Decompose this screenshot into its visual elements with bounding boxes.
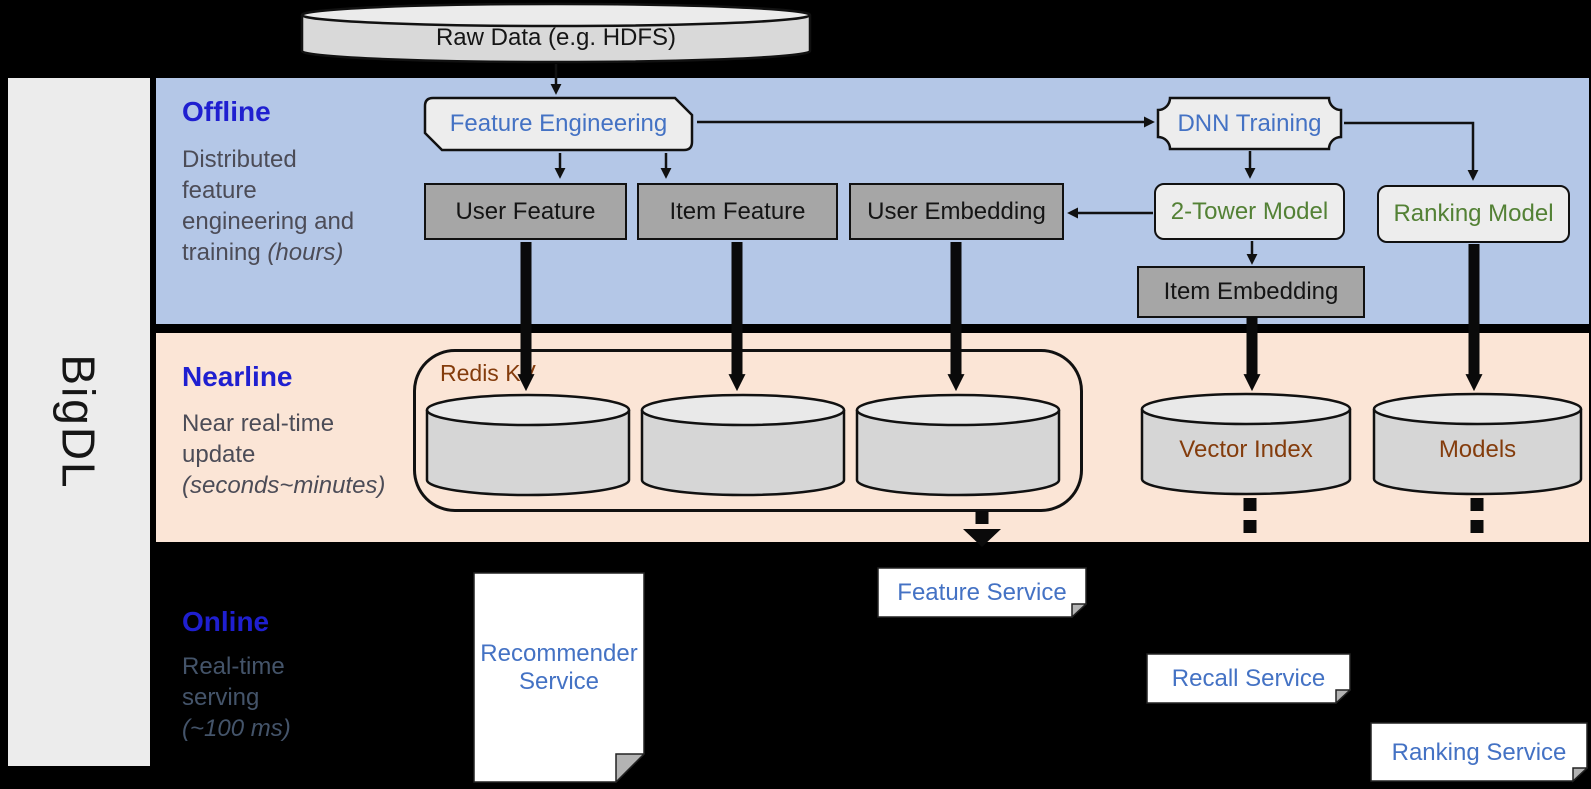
cylinder-shape bbox=[640, 393, 846, 497]
plaque-shape bbox=[1156, 96, 1343, 151]
offline-desc-text: Distributed feature engineering and trai… bbox=[182, 146, 355, 266]
two-tower-model-label: 2-Tower Model bbox=[1170, 197, 1329, 225]
node-dnn-training: DNN Training bbox=[1156, 96, 1343, 151]
document-shape bbox=[1370, 722, 1588, 783]
recall-service-label: Recall Service bbox=[1171, 664, 1326, 692]
cylinder-shape bbox=[1372, 392, 1583, 496]
snip-card-shape bbox=[423, 96, 694, 152]
node-user-feature: User Feature bbox=[424, 183, 627, 240]
recommender-service-label: Recommender Service bbox=[480, 639, 638, 695]
node-feature-engineering: Feature Engineering bbox=[423, 96, 694, 152]
node-ranking-service: Ranking Service bbox=[1370, 722, 1588, 783]
section-title-online: Online bbox=[182, 606, 270, 637]
user-feature-label: User Feature bbox=[455, 197, 596, 225]
models-label: Models bbox=[1438, 436, 1517, 463]
brand-sidebar: BigDL bbox=[8, 78, 150, 766]
user-embedding-label: User Embedding bbox=[867, 197, 1046, 225]
ranking-model-label: Ranking Model bbox=[1393, 200, 1554, 227]
cylinder-shape bbox=[425, 393, 631, 497]
node-vector-index: Vector Index bbox=[1140, 392, 1352, 496]
cylinder-redis-3 bbox=[855, 393, 1061, 497]
cylinder-redis-2 bbox=[640, 393, 846, 497]
item-feature-label: Item Feature bbox=[669, 197, 806, 225]
online-desc-em: (~100 ms) bbox=[182, 715, 291, 742]
item-embedding-label: Item Embedding bbox=[1163, 278, 1339, 305]
cylinder-shape bbox=[855, 393, 1061, 497]
node-ranking-model: Ranking Model bbox=[1377, 185, 1570, 243]
node-feature-service: Feature Service bbox=[877, 567, 1087, 618]
brand-logo: BigDL bbox=[52, 354, 105, 490]
online-desc-text: Real-time serving bbox=[182, 653, 285, 711]
document-shape bbox=[1146, 653, 1351, 704]
ranking-service-label: Ranking Service bbox=[1391, 738, 1567, 766]
node-recommender-service: Recommender Service bbox=[473, 572, 645, 783]
feature-engineering-label: Feature Engineering bbox=[449, 110, 668, 137]
document-shape bbox=[473, 572, 645, 783]
vector-index-label: Vector Index bbox=[1179, 436, 1313, 463]
section-desc-offline: Distributed feature engineering and trai… bbox=[182, 144, 378, 268]
node-user-embedding: User Embedding bbox=[849, 183, 1064, 240]
node-recall-service: Recall Service bbox=[1146, 653, 1351, 704]
node-two-tower-model: 2-Tower Model bbox=[1154, 183, 1345, 240]
cylinder-shape bbox=[300, 2, 812, 64]
nearline-desc-em: (seconds~minutes) bbox=[182, 472, 386, 499]
nearline-desc-text: Near real-time update bbox=[182, 410, 335, 468]
feature-service-label: Feature Service bbox=[897, 578, 1067, 606]
node-raw-data: Raw Data (e.g. HDFS) bbox=[300, 2, 812, 64]
document-shape bbox=[877, 567, 1087, 618]
raw-data-label: Raw Data (e.g. HDFS) bbox=[435, 24, 677, 51]
section-title-nearline: Nearline bbox=[182, 361, 293, 392]
section-desc-nearline: Near real-time update (seconds~minutes) bbox=[182, 408, 412, 501]
redis-kv-label: Redis KV bbox=[440, 360, 536, 386]
cylinder-shape bbox=[1140, 392, 1352, 496]
node-item-embedding: Item Embedding bbox=[1137, 266, 1365, 318]
offline-desc-em: (hours) bbox=[267, 239, 344, 266]
dnn-training-label: DNN Training bbox=[1177, 109, 1322, 137]
section-desc-online: Real-time serving (~100 ms) bbox=[182, 651, 322, 744]
node-item-feature: Item Feature bbox=[637, 183, 838, 240]
node-models: Models bbox=[1372, 392, 1583, 496]
cylinder-redis-1 bbox=[425, 393, 631, 497]
section-title-offline: Offline bbox=[182, 96, 271, 127]
